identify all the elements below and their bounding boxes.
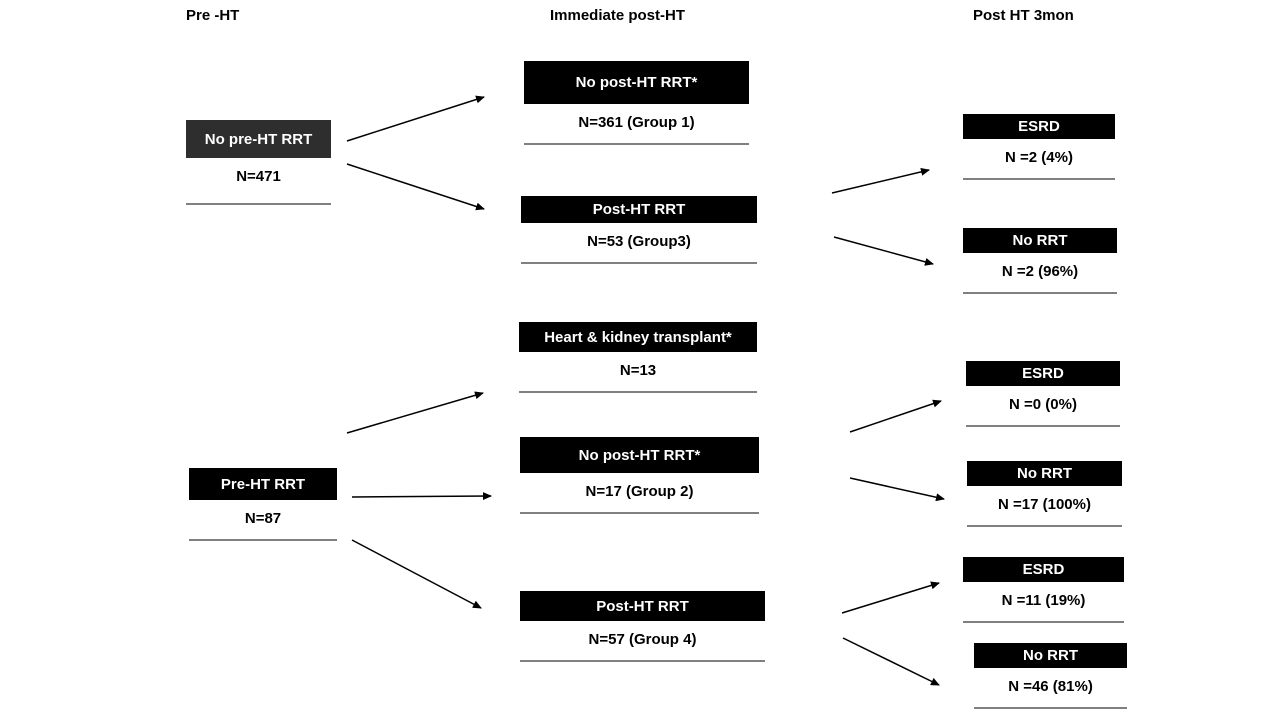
no-post-ht-rrt-group1-underline: [524, 143, 749, 145]
esrd-group2-count: N =0 (0%): [1009, 396, 1077, 413]
post-ht-rrt-group3-label: Post-HT RRT: [592, 201, 686, 218]
no-pre-ht-rrt-count: N=471: [236, 168, 281, 185]
arrow-nopre-to-group1: [346, 95, 485, 142]
no-rrt-group4-count: N =46 (81%): [1008, 678, 1093, 695]
heart-kidney-transplant-underline: [519, 391, 757, 393]
pre-ht-rrt-count: N=87: [244, 510, 282, 527]
column-header-post-ht-3mon: Post HT 3mon: [973, 7, 1074, 24]
esrd-group4-box: ESRD: [963, 557, 1124, 582]
node-esrd-group4: ESRD N =11 (19%): [963, 557, 1124, 623]
no-post-ht-rrt-group2-box: No post-HT RRT*: [520, 437, 759, 473]
no-rrt-group3-underline: [963, 292, 1117, 294]
no-post-ht-rrt-group1-label: No post-HT RRT*: [575, 74, 698, 91]
no-rrt-group3-label: No RRT: [1012, 232, 1068, 249]
node-no-pre-ht-rrt: No pre-HT RRT N=471: [186, 120, 331, 205]
arrow-prerrt-to-group2: [351, 492, 492, 501]
arrow-group2-to-esrd: [849, 399, 942, 433]
no-pre-ht-rrt-underline: [186, 203, 331, 205]
node-esrd-group2: ESRD N =0 (0%): [966, 361, 1120, 427]
arrow-nopre-to-group3: [346, 163, 485, 211]
post-ht-rrt-group3-box: Post-HT RRT: [521, 196, 757, 223]
no-rrt-group2-count: N =17 (100%): [998, 496, 1091, 513]
esrd-group4-count: N =11 (19%): [1001, 592, 1086, 609]
node-post-ht-rrt-group4: Post-HT RRT N=57 (Group 4): [520, 591, 765, 662]
post-ht-rrt-group4-underline: [520, 660, 765, 662]
no-pre-ht-rrt-box: No pre-HT RRT: [186, 120, 331, 158]
post-ht-rrt-group4-box: Post-HT RRT: [520, 591, 765, 621]
arrow-prerrt-to-heartkidney: [346, 391, 484, 434]
arrow-group4-to-norrt: [842, 637, 940, 686]
no-rrt-group3-count: N =2 (96%): [1001, 263, 1079, 280]
column-header-pre-ht: Pre -HT: [186, 7, 240, 24]
node-post-ht-rrt-group3: Post-HT RRT N=53 (Group3): [521, 196, 757, 264]
no-post-ht-rrt-group1-count: N=361 (Group 1): [578, 114, 695, 131]
heart-kidney-transplant-count: N=13: [619, 362, 657, 379]
no-post-ht-rrt-group2-label: No post-HT RRT*: [578, 446, 701, 464]
post-ht-rrt-group4-label: Post-HT RRT: [596, 597, 689, 615]
esrd-group3-underline: [963, 178, 1115, 180]
esrd-group3-label: ESRD: [1018, 118, 1060, 135]
pre-ht-rrt-underline: [189, 539, 337, 541]
no-post-ht-rrt-group2-count: N=17 (Group 2): [585, 483, 694, 500]
no-rrt-group4-underline: [974, 707, 1127, 709]
no-rrt-group3-box: No RRT: [963, 228, 1117, 253]
pre-ht-rrt-box: Pre-HT RRT: [189, 468, 337, 500]
no-post-ht-rrt-group1-box: No post-HT RRT*: [524, 61, 749, 104]
no-rrt-group2-underline: [967, 525, 1122, 527]
node-no-rrt-group4: No RRT N =46 (81%): [974, 643, 1127, 709]
no-post-ht-rrt-group2-underline: [520, 512, 759, 514]
heart-kidney-transplant-box: Heart & kidney transplant*: [519, 322, 757, 352]
no-pre-ht-rrt-label: No pre-HT RRT: [204, 130, 313, 148]
esrd-group3-count: N =2 (4%): [1005, 149, 1073, 166]
esrd-group2-label: ESRD: [1022, 365, 1064, 382]
node-no-post-ht-rrt-group1: No post-HT RRT* N=361 (Group 1): [524, 61, 749, 145]
node-no-rrt-group3: No RRT N =2 (96%): [963, 228, 1117, 294]
arrow-group3-to-esrd: [831, 167, 930, 194]
no-rrt-group2-label: No RRT: [1017, 465, 1072, 482]
node-heart-kidney-transplant: Heart & kidney transplant* N=13: [519, 322, 757, 393]
esrd-group4-underline: [963, 621, 1124, 623]
arrow-group4-to-esrd: [841, 581, 940, 614]
arrow-group2-to-norrt: [849, 477, 945, 502]
node-pre-ht-rrt: Pre-HT RRT N=87: [189, 468, 337, 541]
post-ht-rrt-group3-count: N=53 (Group3): [587, 233, 691, 250]
post-ht-rrt-group3-underline: [521, 262, 757, 264]
esrd-group2-underline: [966, 425, 1120, 427]
no-rrt-group2-box: No RRT: [967, 461, 1122, 486]
node-esrd-group3: ESRD N =2 (4%): [963, 114, 1115, 180]
heart-kidney-transplant-label: Heart & kidney transplant*: [544, 328, 732, 346]
esrd-group4-label: ESRD: [1022, 561, 1065, 578]
no-rrt-group4-label: No RRT: [1023, 647, 1078, 664]
node-no-rrt-group2: No RRT N =17 (100%): [967, 461, 1122, 527]
esrd-group2-box: ESRD: [966, 361, 1120, 386]
column-header-immediate-post-ht: Immediate post-HT: [550, 7, 686, 24]
arrow-group3-to-norrt: [833, 236, 934, 266]
arrow-prerrt-to-group4: [351, 539, 482, 609]
post-ht-rrt-group4-count: N=57 (Group 4): [588, 631, 697, 648]
pre-ht-rrt-label: Pre-HT RRT: [220, 475, 306, 493]
no-rrt-group4-box: No RRT: [974, 643, 1127, 668]
node-no-post-ht-rrt-group2: No post-HT RRT* N=17 (Group 2): [520, 437, 759, 514]
esrd-group3-box: ESRD: [963, 114, 1115, 139]
